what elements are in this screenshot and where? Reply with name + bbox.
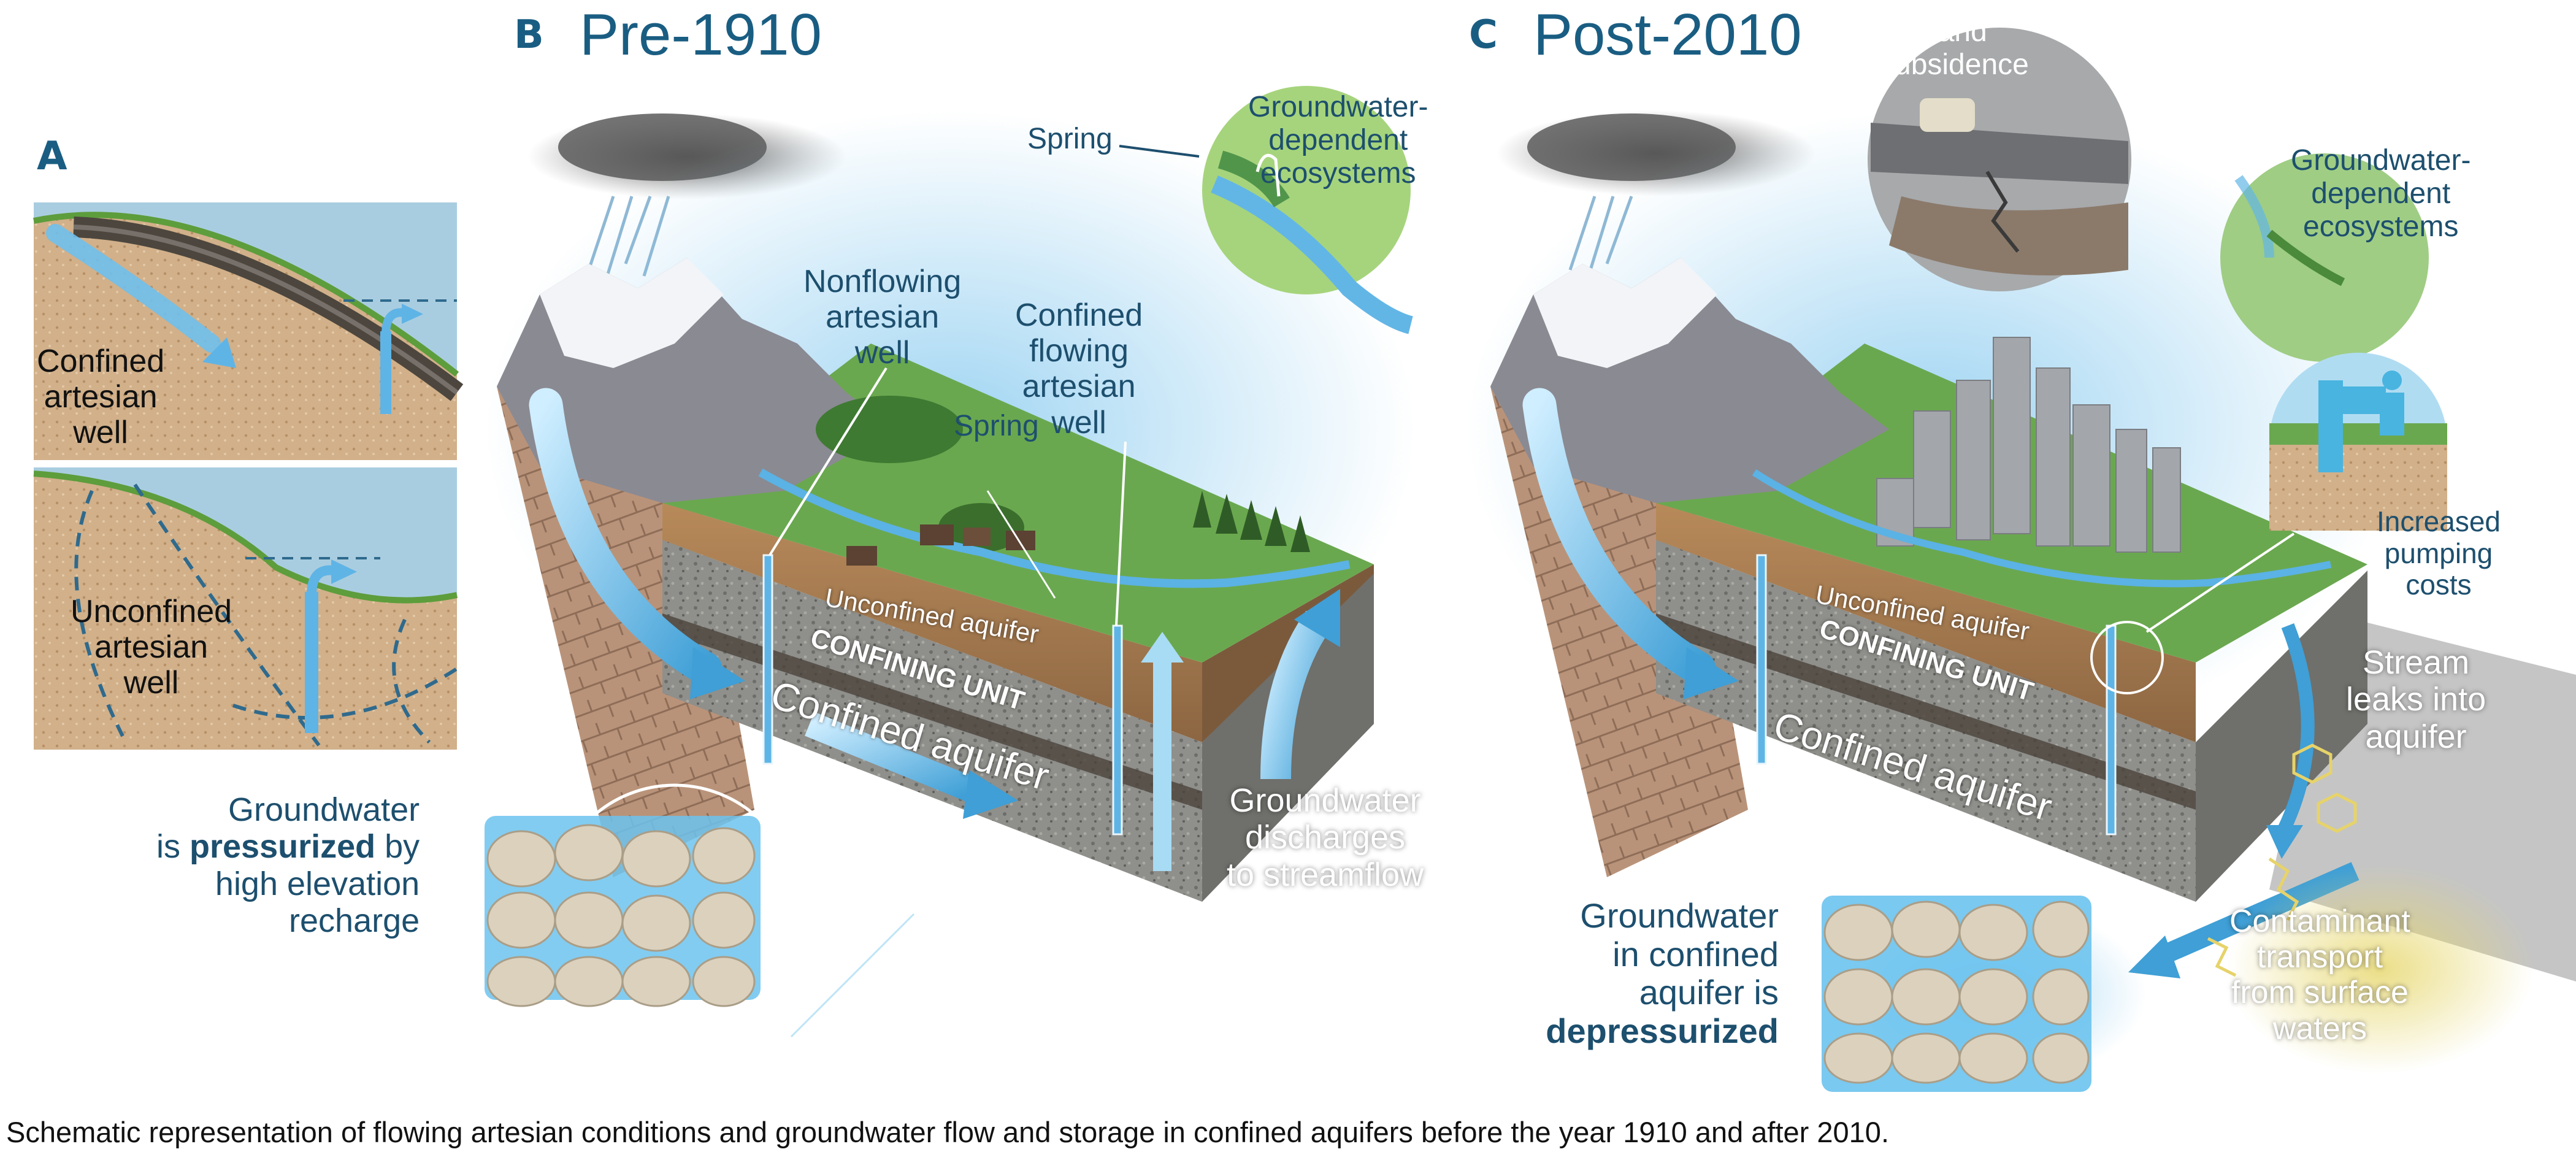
depressurized-text-pre: Groundwater in confined aquifer is [1580, 896, 1779, 1012]
contaminant-transport-label: Contaminant transport from surface water… [2229, 904, 2410, 1047]
land-subsidence-label: Land subsidence [1880, 15, 2029, 81]
nonflowing-well [762, 554, 773, 765]
contaminant-molecule-icon [2207, 743, 2357, 977]
inset-unconfined-artesian [33, 467, 458, 750]
gde-inset-c [2220, 153, 2429, 362]
confined-artesian-well-label: Confined artesian well [37, 344, 165, 451]
discharges-label: Groundwater discharges to streamflow [1227, 782, 1424, 893]
gde-label-b: Groundwater- dependent ecosystems [1248, 91, 1428, 190]
car-icon [1920, 98, 1975, 132]
sand-grains-b [485, 816, 761, 1007]
panel-b-title: Pre-1910 [580, 2, 822, 67]
panel-c-artwork [1466, 28, 2576, 1092]
sand-grains-c [1822, 896, 2091, 1092]
spring-label-top: Spring [1027, 123, 1113, 155]
pressurized-label: Groundwater is pressurized by high eleva… [156, 791, 420, 940]
pressurized-text-post: by high elevation recharge [215, 828, 420, 940]
nonflowing-well-label: Nonflowing artesian well [803, 264, 962, 371]
panel-c-letter: C [1469, 12, 1498, 58]
pumping-inset [2269, 353, 2447, 531]
panel-b-artwork [485, 86, 1417, 1038]
trees-icon [1193, 491, 1310, 552]
panel-b-letter: B [514, 12, 544, 58]
spring-label-mid: Spring [954, 410, 1039, 442]
stream-leaks-label: Stream leaks into aquifer [2346, 644, 2486, 755]
gde-label-c: Groundwater- dependent ecosystems [2291, 144, 2471, 243]
increased-pumping-label: Increased pumping costs [2377, 505, 2501, 601]
houses-icon [846, 524, 1035, 566]
pressurized-text-bold: pressurized [190, 828, 376, 866]
land-subsidence-inset [1868, 28, 2131, 291]
panel-a-insets [33, 202, 464, 750]
confined-flowing-well-label: Confined flowing artesian well [1015, 298, 1143, 440]
figure-caption: Schematic representation of flowing arte… [6, 1116, 1890, 1148]
well-right-c [2106, 624, 2117, 835]
gde-inset-b [1202, 86, 1414, 334]
depressurized-text-bold: depressurized [1546, 1012, 1779, 1051]
panel-a-letter: A [37, 134, 67, 179]
flowing-well [1112, 624, 1123, 835]
pressurized-text-pre: Groundwater is [156, 791, 420, 866]
panel-c-title: Post-2010 [1533, 2, 1802, 67]
city-skyline-icon [1876, 337, 2181, 553]
well-left-c [1756, 554, 1767, 765]
inset-confined-artesian [33, 202, 464, 460]
heron-icon [1255, 153, 1281, 197]
unconfined-artesian-well-label: Unconfined artesian well [71, 594, 232, 701]
